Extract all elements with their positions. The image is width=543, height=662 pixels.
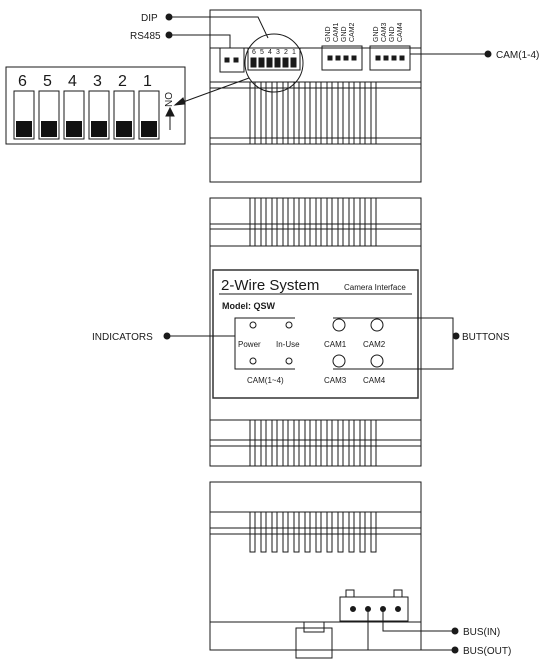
terminal-label: CAM1 (333, 22, 340, 42)
mini-dip-number: 6 (252, 49, 256, 56)
panel-model: Model: QSW (222, 301, 275, 311)
dip-number: 1 (143, 73, 152, 90)
top-housing (209, 9, 422, 183)
cam-connector-right (369, 45, 411, 71)
cam1-button-label: CAM1 (324, 340, 347, 349)
front-view (163, 197, 460, 467)
terminal-label: GND (341, 26, 348, 42)
mini-dip-number: 3 (276, 49, 280, 56)
in-use-indicator (285, 321, 293, 329)
dip-number: 6 (18, 73, 27, 90)
front-vents-bottom (249, 419, 377, 467)
dip-on-label: ON (162, 92, 173, 107)
mini-dip-switch (247, 47, 301, 71)
cam-connector-left (321, 45, 363, 71)
dip-number: 3 (93, 73, 102, 90)
terminal-label: GND (373, 26, 380, 42)
din-clip (295, 627, 333, 659)
mini-dip-number: 4 (268, 49, 272, 56)
mini-dip-numbers: 6 5 4 3 2 1 (252, 49, 296, 56)
front-panel (212, 269, 419, 399)
dip-magnify-circle (244, 33, 304, 93)
rs485-callout: RS485 (130, 31, 161, 42)
bottom-vents (249, 511, 377, 553)
bus-in-callout: BUS(IN) (463, 627, 500, 638)
dip-callout: DIP (141, 13, 158, 24)
cam2-button-label: CAM2 (363, 340, 386, 349)
panel-subtitle: Camera Interface (344, 283, 406, 292)
cam3-button[interactable] (332, 354, 346, 368)
front-vents-top (249, 197, 377, 247)
dip-switch-enlarged (5, 66, 186, 145)
mini-dip-number: 1 (292, 49, 296, 56)
panel-title: 2-Wire System (221, 277, 319, 294)
rs485-connector (219, 47, 245, 73)
mini-dip-number: 5 (260, 49, 264, 56)
power-label: Power (238, 340, 261, 349)
bottom-housing (209, 481, 422, 651)
cam3-button-label: CAM3 (324, 376, 347, 385)
bus-out-callout: BUS(OUT) (463, 646, 511, 657)
mini-dip-number: 2 (284, 49, 288, 56)
dip-number: 2 (118, 73, 127, 90)
dip-number: 4 (68, 73, 77, 90)
camera-terminal-labels: GND CAM1 GND CAM2 GND CAM3 GND CAM4 (325, 22, 404, 42)
terminal-label: GND (325, 26, 332, 42)
cam1-button[interactable] (332, 318, 346, 332)
buttons-callout: BUTTONS (462, 332, 510, 343)
dip-numbers: 6 5 4 3 2 1 (18, 73, 152, 90)
cam4-button[interactable] (370, 354, 384, 368)
cam-range-callout: CAM(1-4) (496, 50, 539, 61)
power-indicator (249, 321, 257, 329)
terminal-label: CAM4 (397, 22, 404, 42)
in-use-label: In-Use (276, 340, 300, 349)
dip-number: 5 (43, 73, 52, 90)
indicators-callout: INDICATORS (92, 332, 153, 343)
cam-indicator-caption: CAM(1~4) (247, 376, 284, 385)
top-callouts (165, 13, 492, 106)
terminal-label: GND (389, 26, 396, 42)
cam-indicator-right (285, 357, 293, 365)
terminal-label: CAM3 (381, 22, 388, 42)
top-view (209, 9, 422, 183)
terminal-label: CAM2 (349, 22, 356, 42)
bottom-view (209, 481, 459, 659)
cam4-button-label: CAM4 (363, 376, 386, 385)
cam-indicator-left (249, 357, 257, 365)
bus-connector (339, 596, 409, 622)
cam2-button[interactable] (370, 318, 384, 332)
